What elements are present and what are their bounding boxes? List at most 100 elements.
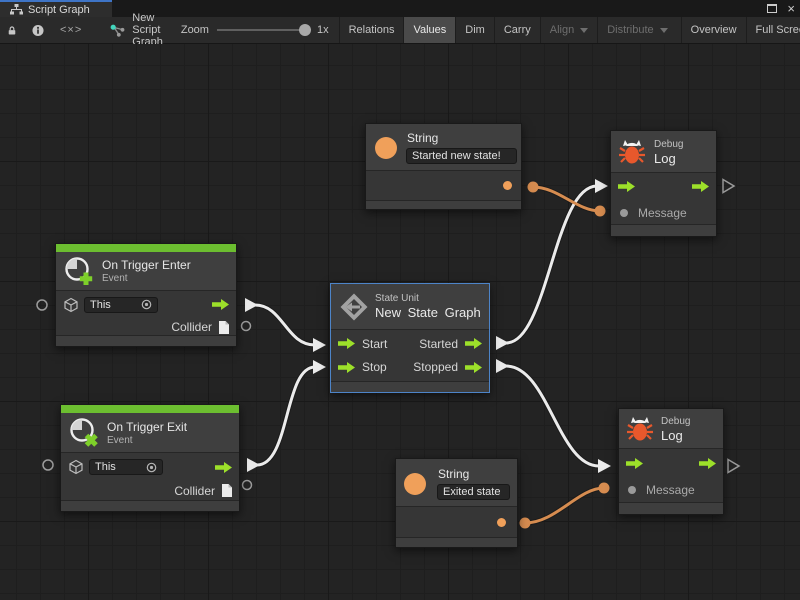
- tab-title: Script Graph: [28, 3, 90, 16]
- object-picker-icon[interactable]: [141, 299, 152, 310]
- wire-string-to-message-bottom: [524, 486, 605, 525]
- control-input-port[interactable]: [626, 457, 643, 469]
- exit-target-port: [42, 459, 54, 471]
- tab-script-graph[interactable]: Script Graph: [0, 0, 112, 17]
- node-on-trigger-enter[interactable]: On Trigger Enter Event This Collider: [55, 243, 237, 347]
- collider-doc-icon: [221, 483, 233, 498]
- distribute-dropdown[interactable]: Distribute: [597, 17, 676, 43]
- node-footer: [611, 224, 716, 236]
- control-output-port[interactable]: [699, 457, 716, 469]
- port-label: Start: [362, 336, 388, 351]
- control-output-port[interactable]: [212, 299, 229, 310]
- zoom-slider[interactable]: [216, 24, 311, 36]
- zoom-slider-knob[interactable]: [298, 24, 311, 36]
- target-object-field[interactable]: This: [89, 459, 163, 475]
- relations-button[interactable]: Relations: [338, 17, 404, 43]
- value-wires[interactable]: [524, 185, 605, 525]
- carry-button[interactable]: Carry: [493, 17, 540, 43]
- wire-enter-to-start: [254, 303, 316, 347]
- port-label: Collider: [171, 320, 212, 334]
- node-string-bottom[interactable]: String Exited state: [395, 458, 518, 548]
- kebab-menu-icon[interactable]: [748, 0, 760, 18]
- node-subtitle: Event: [107, 435, 133, 446]
- node-title: Log: [661, 428, 683, 443]
- string-value-input[interactable]: Started new state!: [406, 148, 517, 164]
- node-kicker: Debug: [654, 139, 684, 150]
- graph-name-group: New Script Graph: [90, 12, 177, 48]
- wire-stopped-to-log: [505, 364, 600, 468]
- control-output-port[interactable]: [692, 181, 709, 192]
- port-label: Stop: [362, 360, 387, 374]
- graph-canvas[interactable]: String Started new state!: [0, 44, 800, 600]
- control-output-port[interactable]: [215, 461, 232, 473]
- align-dropdown[interactable]: Align: [539, 17, 597, 43]
- message-input-port[interactable]: [628, 486, 636, 494]
- maximize-icon[interactable]: [767, 4, 778, 13]
- node-state-unit[interactable]: State Unit New State Graph Start Started…: [330, 283, 490, 393]
- node-debug-log-bottom[interactable]: Debug Log Message: [618, 408, 724, 515]
- target-object-field[interactable]: This: [84, 296, 158, 313]
- graph-name-label: New Script Graph: [132, 12, 163, 48]
- message-input-port[interactable]: [620, 208, 628, 217]
- node-kicker: Debug: [661, 416, 691, 427]
- node-kicker: State Unit: [375, 293, 419, 304]
- string-value-input[interactable]: Exited state: [437, 484, 510, 500]
- object-picker-icon[interactable]: [146, 462, 157, 473]
- state-unit-icon: [339, 292, 369, 322]
- code-preview-toggle[interactable]: <×>: [60, 24, 83, 36]
- wire-string-to-message-top: [532, 185, 601, 213]
- info-icon[interactable]: [24, 17, 52, 43]
- node-title: Log: [654, 151, 676, 166]
- on-trigger-exit-icon: [69, 417, 100, 448]
- port-label: Started: [419, 336, 458, 351]
- port-label: Message: [646, 483, 695, 497]
- full-screen-button[interactable]: Full Screen: [745, 17, 800, 43]
- node-footer: [56, 335, 236, 346]
- node-title: On Trigger Exit: [107, 420, 188, 434]
- collider-doc-icon: [218, 320, 230, 335]
- string-output-port[interactable]: [497, 518, 506, 527]
- string-literal-icon: [375, 137, 397, 159]
- tab-strip: Script Graph ×: [0, 0, 800, 17]
- string-literal-icon: [404, 473, 426, 495]
- start-input-port[interactable]: [338, 338, 355, 349]
- node-debug-log-top[interactable]: Debug Log Message: [610, 130, 717, 237]
- node-on-trigger-exit[interactable]: On Trigger Exit Event This Collider: [60, 404, 240, 512]
- values-button[interactable]: Values: [403, 17, 456, 43]
- lock-icon[interactable]: [0, 17, 24, 43]
- log-continue-port-bottom: [727, 458, 741, 474]
- gameobject-cube-icon: [68, 459, 84, 475]
- event-color-bar: [61, 405, 239, 413]
- node-footer: [61, 500, 239, 511]
- exit-collider-port: [241, 479, 253, 491]
- string-output-port[interactable]: [503, 181, 512, 190]
- unconnected-ports[interactable]: [36, 178, 741, 491]
- gameobject-cube-icon: [63, 297, 79, 313]
- control-wire-arrows: [245, 179, 611, 473]
- overview-button[interactable]: Overview: [680, 17, 746, 43]
- control-wires[interactable]: [254, 184, 600, 468]
- log-continue-port-top: [722, 178, 736, 194]
- zoom-value: 1x: [316, 24, 329, 36]
- started-output-port[interactable]: [465, 338, 482, 349]
- on-trigger-enter-icon: [64, 256, 95, 287]
- control-input-port[interactable]: [618, 181, 635, 192]
- wire-started-to-log: [505, 184, 598, 345]
- chevron-down-icon: [659, 27, 668, 33]
- node-string-top[interactable]: String Started new state!: [365, 123, 522, 210]
- node-title: New State Graph: [375, 305, 481, 320]
- node-footer: [366, 200, 521, 209]
- port-label: Stopped: [413, 360, 458, 374]
- stop-input-port[interactable]: [338, 361, 355, 373]
- close-icon[interactable]: ×: [787, 1, 795, 16]
- view-options-group: Relations Values Dim Carry Align Distrib…: [338, 17, 800, 43]
- node-footer: [331, 381, 489, 392]
- node-subtitle: Event: [102, 273, 128, 284]
- bug-icon: [618, 138, 646, 166]
- node-footer: [619, 502, 723, 514]
- graph-toolbar: <×> New Script Graph Zoom 1x Relations V…: [0, 12, 800, 48]
- dim-button[interactable]: Dim: [455, 17, 494, 43]
- stopped-output-port[interactable]: [465, 361, 482, 373]
- node-footer: [396, 537, 517, 547]
- node-title: String: [438, 467, 470, 481]
